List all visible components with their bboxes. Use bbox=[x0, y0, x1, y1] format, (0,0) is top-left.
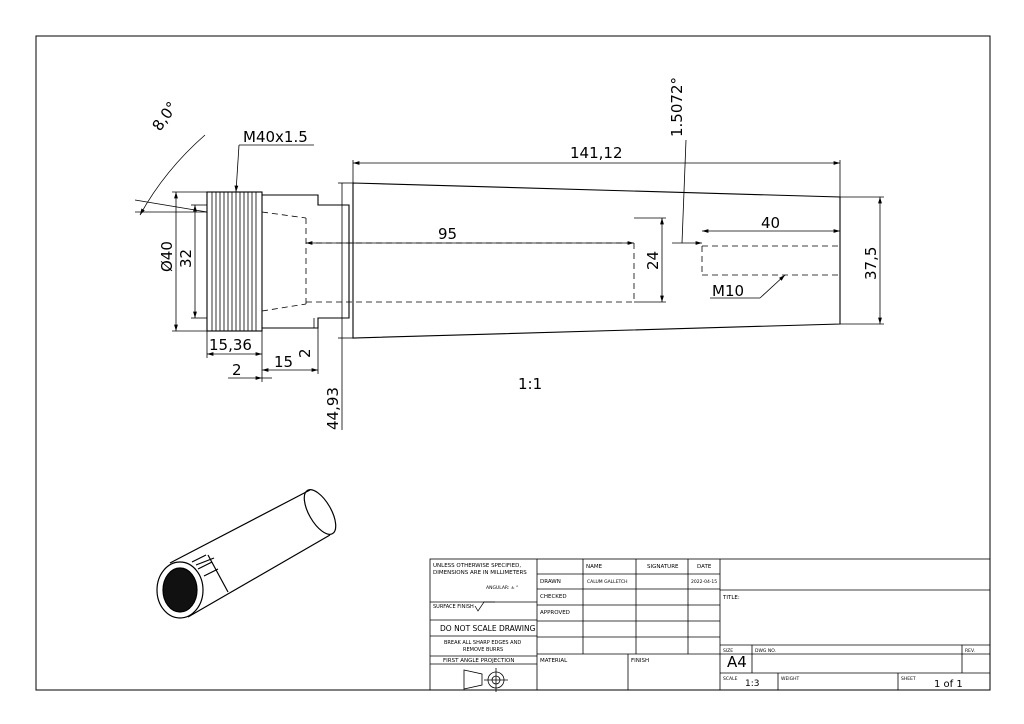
row-drawn: DRAWN bbox=[540, 579, 561, 585]
sheet-label: SHEET bbox=[901, 676, 916, 682]
isometric-view bbox=[156, 489, 337, 619]
dim-step-depth: 2 bbox=[296, 348, 314, 358]
note-surface-finish: SURFACE FINISH bbox=[433, 604, 474, 610]
dim-groove-width: 2 bbox=[232, 361, 242, 379]
scale-label: SCALE bbox=[723, 676, 738, 682]
note-projection: FIRST ANGLE PROJECTION bbox=[443, 658, 514, 664]
note-break-edges-2: REMOVE BURRS bbox=[463, 647, 503, 653]
row-approved: APPROVED bbox=[540, 610, 570, 616]
row-drawn-name: CALUM GALLETCH bbox=[587, 579, 628, 585]
dim-shoulder-length: 44,93 bbox=[324, 387, 342, 430]
title-label: TITLE: bbox=[722, 595, 740, 601]
size-value: A4 bbox=[727, 653, 747, 671]
finish-label: FINISH bbox=[631, 658, 649, 664]
material-label: MATERIAL bbox=[540, 658, 568, 664]
dim-tap-depth: 40 bbox=[761, 214, 780, 232]
dim-thread-length: 15,36 bbox=[209, 336, 252, 354]
dim-bore-diameter: 24 bbox=[644, 251, 662, 270]
dim-angle-thread: 8,0° bbox=[149, 98, 182, 134]
header-signature: SIGNATURE bbox=[647, 564, 679, 570]
thread-lines bbox=[211, 192, 257, 331]
rev-label: REV. bbox=[965, 648, 975, 654]
row-checked: CHECKED bbox=[540, 594, 567, 600]
weight-label: WEIGHT bbox=[781, 676, 799, 682]
dwg-no-label: DWG NO. bbox=[755, 648, 776, 654]
dim-overall-length: 141,12 bbox=[570, 144, 623, 162]
dim-diameter-inner: 32 bbox=[177, 249, 195, 268]
scale-value: 1:3 bbox=[745, 679, 759, 689]
side-view bbox=[206, 182, 841, 339]
dim-tap-spec: M10 bbox=[712, 282, 744, 300]
neck-outline bbox=[262, 194, 350, 329]
dim-taper-angle: 1.5072° bbox=[668, 77, 686, 137]
view-scale-label: 1:1 bbox=[518, 375, 542, 393]
note-dims: DIMENSIONS ARE IN MILLIMETERS bbox=[433, 570, 527, 576]
thread-section bbox=[206, 191, 263, 332]
dim-diameter-outer: Ø40 bbox=[158, 241, 176, 272]
header-date: DATE bbox=[697, 564, 712, 570]
dimension-lines bbox=[134, 134, 884, 430]
dim-thread-spec: M40x1.5 bbox=[243, 128, 308, 146]
note-break-edges-1: BREAK ALL SHARP EDGES AND bbox=[444, 640, 521, 646]
note-angular: ANGULAR: ± ° bbox=[486, 585, 518, 591]
dim-bore-length: 95 bbox=[438, 225, 457, 243]
row-drawn-date: 2022-04-15 bbox=[691, 579, 717, 585]
title-block bbox=[429, 558, 991, 691]
dim-tail-diameter: 37,5 bbox=[862, 247, 880, 280]
tapered-body bbox=[352, 182, 841, 339]
first-angle-projection-icon bbox=[463, 668, 508, 692]
surface-finish-icon bbox=[474, 601, 495, 612]
header-name: NAME bbox=[586, 564, 603, 570]
sheet-value: 1 of 1 bbox=[934, 679, 963, 690]
note-do-not-scale: DO NOT SCALE DRAWING bbox=[440, 624, 536, 633]
note-unless: UNLESS OTHERWISE SPECIFIED, bbox=[433, 563, 521, 569]
size-label: SIZE bbox=[723, 648, 733, 654]
dim-neck-length: 15 bbox=[274, 353, 293, 371]
